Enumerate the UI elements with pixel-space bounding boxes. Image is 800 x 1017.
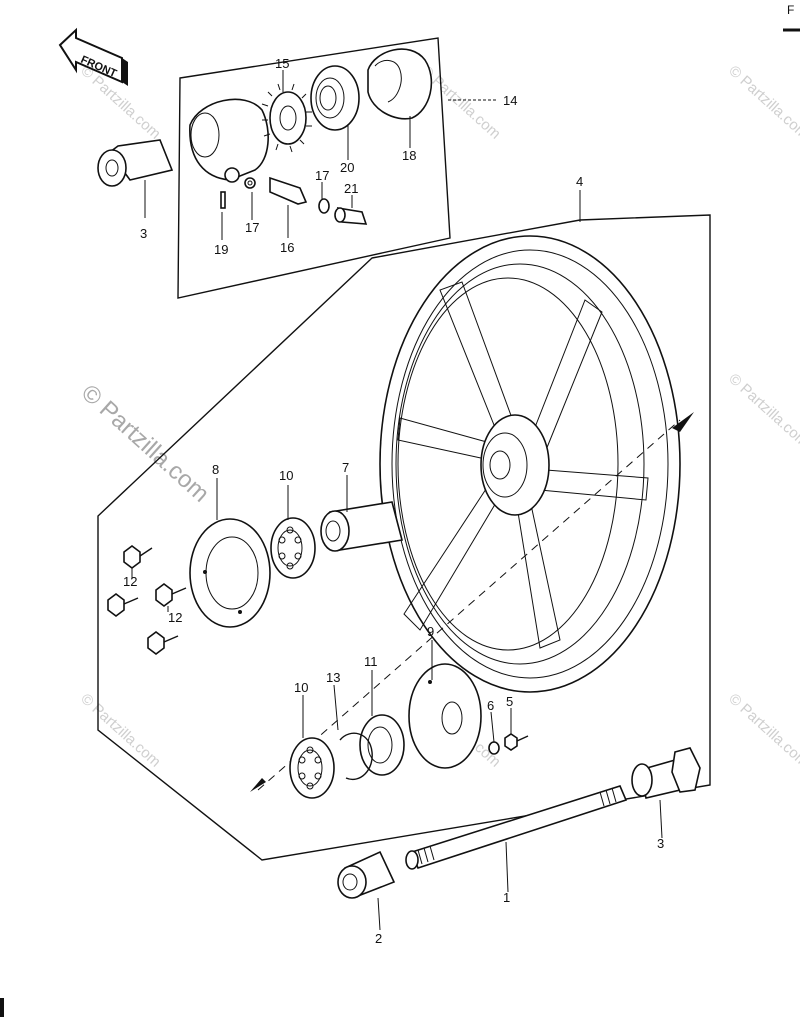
callout-6: 6 bbox=[487, 698, 494, 713]
pinion-washer bbox=[318, 198, 330, 214]
corner-mark: F bbox=[787, 3, 794, 17]
hub-cover-plate bbox=[367, 48, 433, 120]
watermark-small: © Partzilla.com bbox=[725, 62, 800, 142]
callout-8: 8 bbox=[212, 462, 219, 477]
oil-seal bbox=[359, 714, 405, 776]
wheel-bearing-lower bbox=[289, 737, 335, 799]
small-bolt bbox=[504, 733, 529, 751]
axle-nut-right bbox=[631, 747, 701, 799]
watermark-small: © Partzilla.com bbox=[725, 370, 800, 450]
mounting-bolt bbox=[123, 545, 153, 569]
callout-15: 15 bbox=[275, 56, 289, 71]
axle-spacer bbox=[337, 850, 396, 899]
callout-7: 7 bbox=[342, 460, 349, 475]
callout-12-right: 12 bbox=[168, 610, 182, 625]
retaining-pin bbox=[220, 191, 226, 209]
callout-17-right: 17 bbox=[315, 168, 329, 183]
axle-shaft bbox=[405, 785, 628, 870]
callout-20: 20 bbox=[340, 160, 354, 175]
callout-1: 1 bbox=[503, 890, 510, 905]
front-arrow: FRONT bbox=[58, 27, 128, 86]
wheel-assembly-outline bbox=[97, 214, 711, 861]
callout-11: 11 bbox=[364, 654, 378, 669]
edge-mark bbox=[0, 998, 4, 1017]
distance-collar bbox=[320, 501, 403, 552]
cast-wheel bbox=[379, 235, 681, 693]
speedometer-pinion bbox=[244, 176, 308, 205]
callout-16: 16 bbox=[280, 240, 294, 255]
watermark-main: © Partzilla.com bbox=[76, 379, 214, 507]
callout-2: 2 bbox=[375, 931, 382, 946]
gear-housing bbox=[189, 98, 269, 183]
callout-13: 13 bbox=[326, 670, 340, 685]
callout-9: 9 bbox=[427, 624, 434, 639]
callout-17-left: 17 bbox=[245, 220, 259, 235]
callout-12-left: 12 bbox=[123, 574, 137, 589]
leader-lines bbox=[131, 70, 663, 931]
callout-19: 19 bbox=[214, 242, 228, 257]
callout-10-lower: 10 bbox=[294, 680, 308, 695]
circlip bbox=[339, 732, 373, 781]
hub-assembly-box bbox=[177, 37, 451, 299]
small-washer bbox=[488, 741, 500, 755]
mounting-bolt bbox=[147, 631, 179, 655]
pinion-bushing bbox=[334, 207, 368, 225]
hub-bearing-upper bbox=[310, 65, 360, 131]
callout-14: 14 bbox=[503, 93, 517, 108]
callout-3-top: 3 bbox=[140, 226, 147, 241]
callout-18: 18 bbox=[402, 148, 416, 163]
wheel-bearing-upper bbox=[270, 517, 316, 579]
drive-gear bbox=[261, 83, 312, 153]
mounting-bolt bbox=[155, 583, 187, 607]
mounting-bolt bbox=[107, 593, 139, 617]
callout-labels: 15 20 18 14 3 17 19 16 17 21 4 8 10 7 12… bbox=[123, 56, 664, 946]
callout-21: 21 bbox=[344, 181, 358, 196]
callout-10-upper: 10 bbox=[279, 468, 293, 483]
axle-nut-top bbox=[97, 139, 174, 187]
grease-seal-plate bbox=[408, 663, 482, 769]
callout-3-right: 3 bbox=[657, 836, 664, 851]
watermark-small: © Partzilla.com bbox=[725, 690, 800, 770]
callout-5: 5 bbox=[506, 694, 513, 709]
brake-disc-plate bbox=[189, 518, 271, 628]
callout-4: 4 bbox=[576, 174, 583, 189]
watermark-small: © Partzilla.com bbox=[77, 690, 163, 770]
